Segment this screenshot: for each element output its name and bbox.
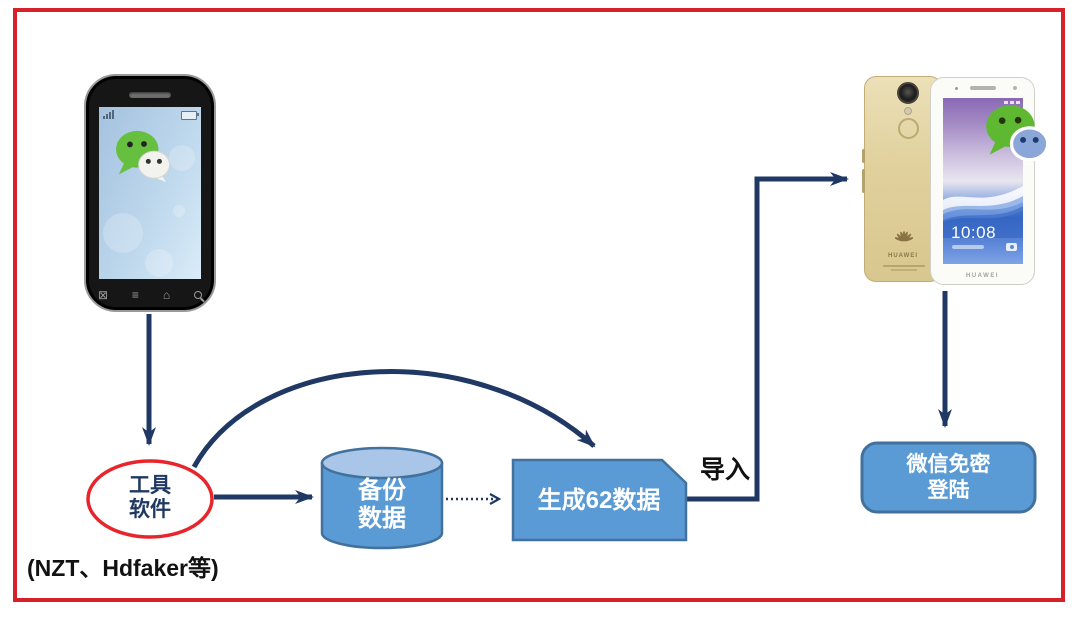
phone-speaker bbox=[129, 92, 171, 98]
home-icon: ⌂ bbox=[162, 288, 171, 302]
tool-caption: (NZT、Hdfaker等) bbox=[27, 555, 219, 581]
search-icon bbox=[194, 291, 202, 299]
old-phone-screen bbox=[99, 107, 201, 279]
phone-speaker bbox=[969, 86, 996, 90]
old-phone: ⊠ ≡ ⌂ bbox=[84, 74, 216, 312]
huawei-back-brand: HUAWEI bbox=[888, 253, 918, 259]
backup-cylinder-shape bbox=[320, 446, 444, 550]
menu-grid-icon: ⊠ bbox=[97, 288, 109, 302]
wechat-login-label: 微信免密 登陆 bbox=[863, 452, 1034, 503]
backup-label-line2: 数据 bbox=[358, 504, 406, 532]
front-camera-icon bbox=[1013, 86, 1017, 90]
new-phone-back: HUAWEI bbox=[862, 76, 942, 282]
wechat-logo-icon bbox=[986, 105, 1050, 165]
fingerprint-sensor-icon bbox=[898, 118, 919, 139]
huawei-flower-logo-icon bbox=[895, 231, 913, 242]
camera-shortcut-icon bbox=[1006, 243, 1017, 251]
backup-label-line1: 备份 bbox=[358, 477, 406, 504]
tool-ellipse-shape bbox=[86, 459, 214, 539]
volume-button bbox=[862, 149, 865, 163]
login-label-line2: 登陆 bbox=[927, 478, 970, 502]
wallpaper-bubble bbox=[173, 205, 185, 217]
status-icons bbox=[1004, 101, 1020, 104]
generate-box-shape bbox=[511, 458, 688, 542]
camera-flash-icon bbox=[904, 107, 912, 115]
front-sensor-icon bbox=[955, 87, 958, 90]
lockscreen-date-smudge bbox=[952, 245, 984, 249]
signal-bars-icon bbox=[103, 110, 114, 119]
phone-nav-bar: ⊠ ≡ ⌂ bbox=[86, 289, 214, 301]
login-label-line1: 微信免密 bbox=[906, 453, 991, 476]
generate-62-data-label: 生成62数据 bbox=[537, 487, 661, 514]
battery-icon bbox=[181, 111, 199, 120]
power-button bbox=[862, 169, 865, 193]
wallpaper-bubble bbox=[169, 145, 195, 171]
login-box-shape bbox=[860, 441, 1037, 514]
wallpaper-bubble bbox=[145, 249, 173, 277]
wallpaper-bubble bbox=[103, 213, 143, 253]
arc-tool-to-generate bbox=[191, 369, 596, 469]
menu-lines-icon: ≡ bbox=[131, 288, 139, 302]
import-edge-label: 导入 bbox=[699, 456, 750, 484]
lockscreen-clock: 10:08 bbox=[951, 223, 997, 242]
wechat-logo-icon bbox=[115, 130, 171, 183]
backup-data-label: 备份 数据 bbox=[322, 477, 442, 532]
certification-text-smudge bbox=[891, 269, 917, 271]
rear-camera-icon bbox=[897, 82, 919, 104]
tool-label-line1: 工具 bbox=[129, 474, 171, 497]
tool-software-label: 工具 软件 bbox=[88, 474, 212, 522]
arrow-generate-to-newphone bbox=[687, 172, 849, 502]
tool-label-line2: 软件 bbox=[129, 498, 171, 522]
huawei-front-brand: HUAWEI bbox=[966, 273, 999, 279]
certification-text-smudge bbox=[883, 265, 925, 267]
wave-wallpaper bbox=[943, 186, 1023, 238]
